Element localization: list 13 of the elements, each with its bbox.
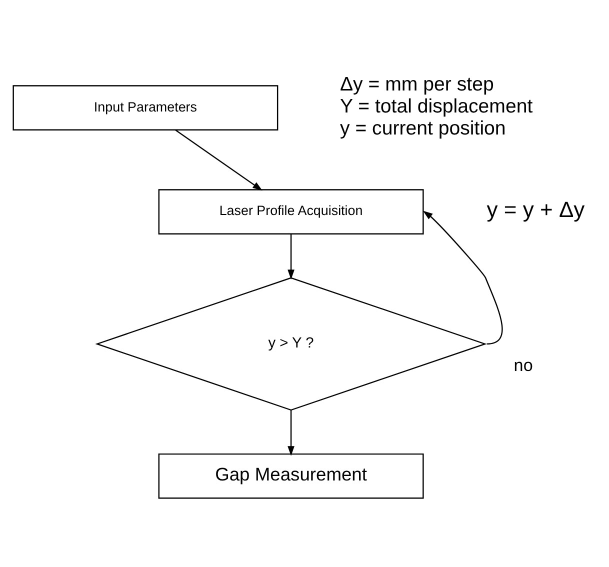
label: Y = total displacement — [340, 94, 533, 117]
arrow — [422, 210, 503, 344]
arrow — [175, 129, 262, 190]
label: y = current position — [340, 116, 506, 139]
node-box: Laser Profile Acquisition — [158, 188, 424, 234]
node-box: Input Parameters — [12, 84, 278, 130]
node-diamond: y > Y ? — [95, 276, 487, 410]
label: y = y + Δy — [486, 196, 585, 222]
edge-label: no — [514, 355, 533, 374]
node-box: Gap Measurement — [158, 452, 424, 498]
arrow — [288, 233, 294, 279]
arrow — [288, 410, 294, 456]
label: Δy = mm per step — [340, 72, 494, 95]
